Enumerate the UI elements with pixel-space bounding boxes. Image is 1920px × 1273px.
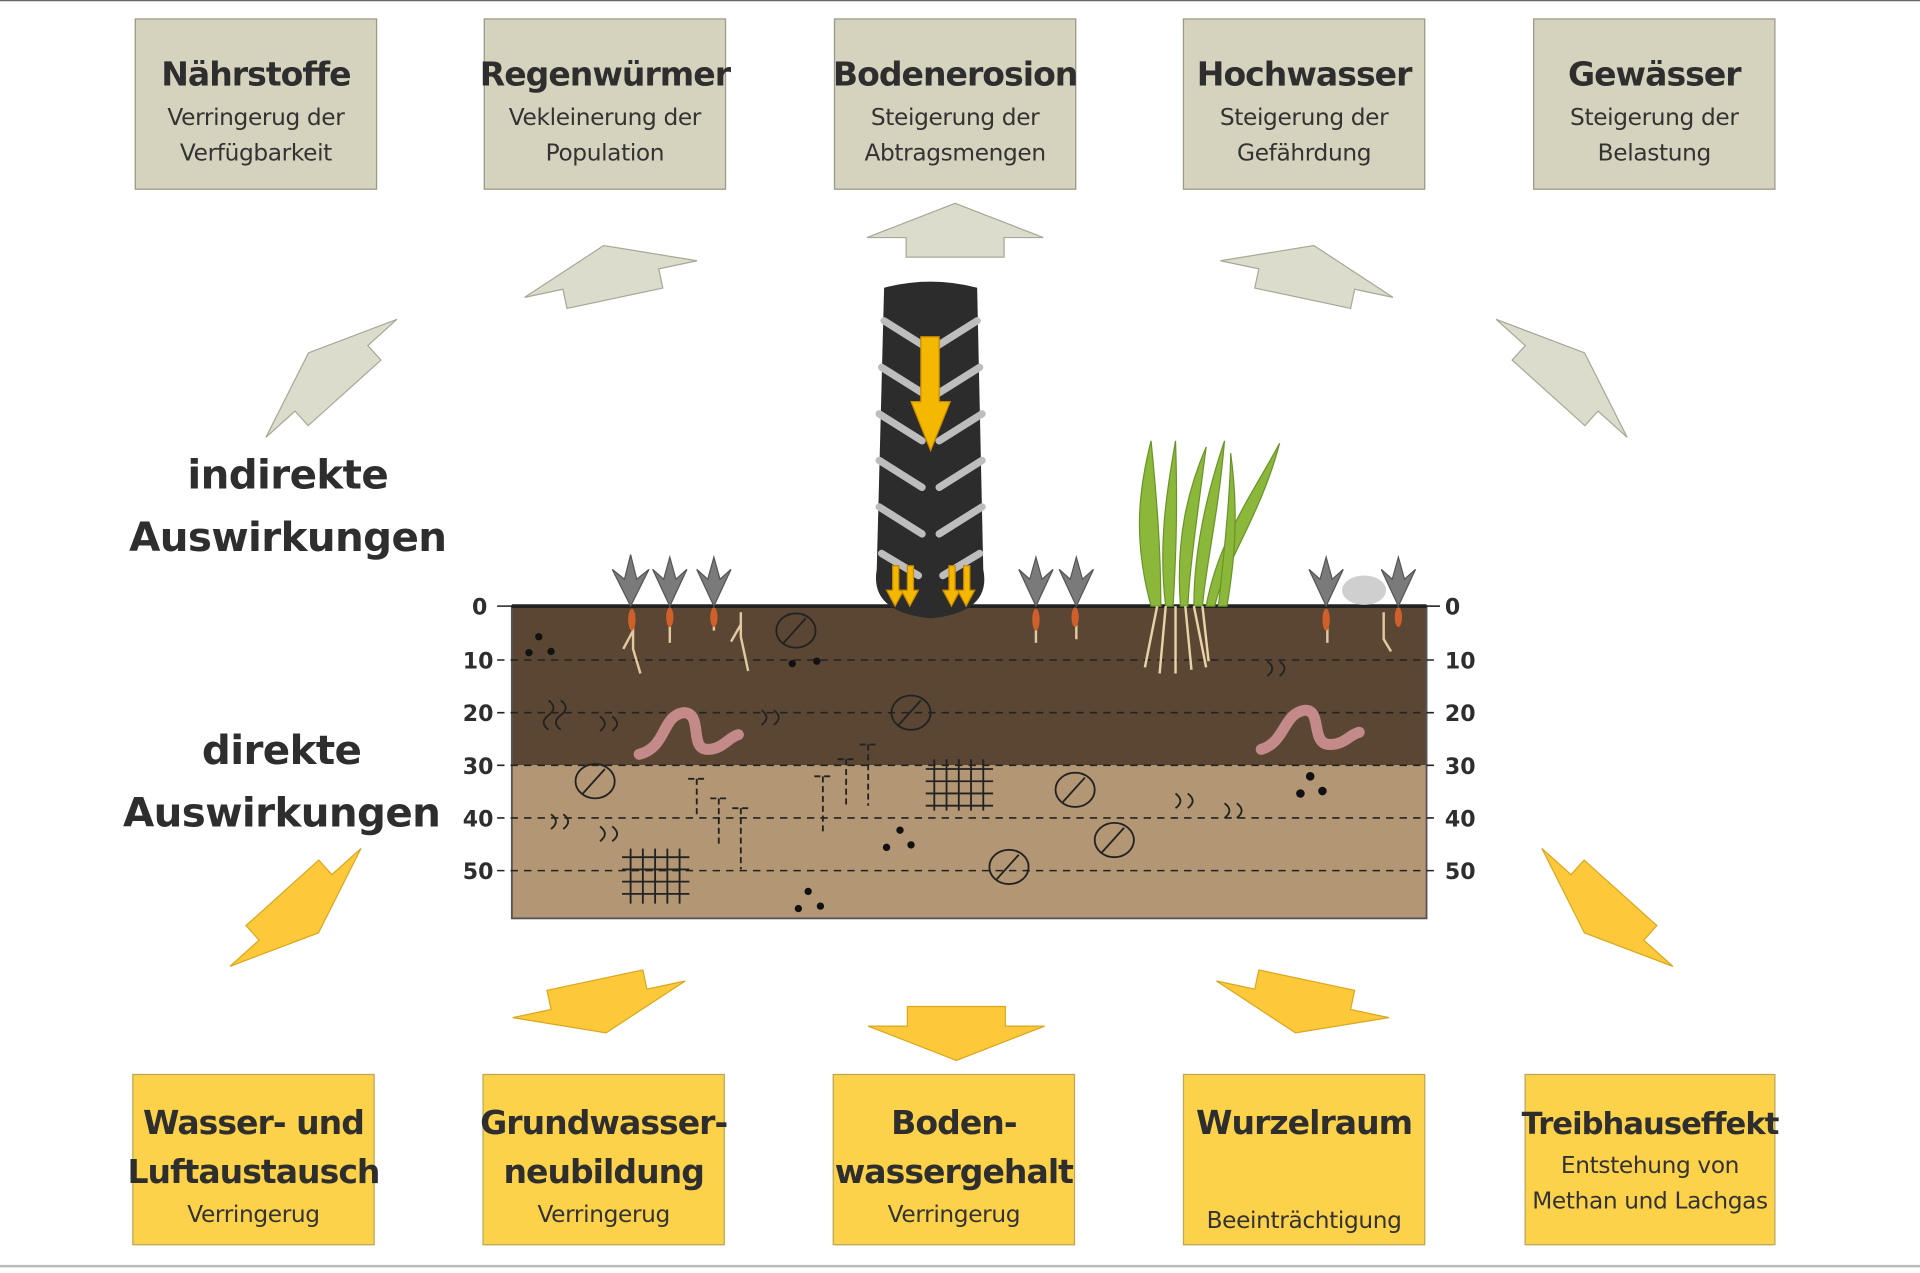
depth-gridlines	[497, 659, 1441, 872]
box-title: Bodenerosion	[832, 56, 1078, 95]
box-subtitle: Beeinträchtigung	[1206, 1207, 1402, 1235]
subsoil-layer	[511, 765, 1427, 919]
direct-arrow-icon	[508, 961, 693, 1052]
depth-label: 0	[472, 596, 487, 621]
bottom-border	[0, 1264, 1920, 1268]
box-subtitle: Abtragsmengen	[864, 139, 1046, 167]
box-subtitle: Entstehung von	[1560, 1152, 1740, 1180]
indirect-arrow-icon	[1215, 226, 1401, 318]
depth-label: 0	[1445, 596, 1460, 621]
depth-label: 10	[1445, 650, 1476, 675]
pressure-arrow-icon	[910, 336, 952, 453]
tractor-tire-icon	[875, 281, 986, 619]
box-title: Hochwasser	[1196, 56, 1413, 95]
depth-label: 50	[1445, 860, 1476, 885]
box-title: Treibhauseffekt	[1521, 1105, 1780, 1142]
box-title: Wasser- und	[143, 1104, 365, 1143]
box-bodenwassergehalt: Boden- wassergehalt Verringerug	[832, 1073, 1076, 1246]
box-subtitle: Methan und Lachgas	[1532, 1187, 1768, 1215]
box-subtitle: Steigerung der	[1219, 104, 1389, 132]
box-subtitle: Vekleinerung der	[508, 104, 702, 132]
box-subtitle: Verringerug der	[167, 104, 345, 132]
box-subtitle: Verringerug	[187, 1201, 320, 1229]
box-subtitle: Belastung	[1597, 139, 1712, 167]
box-subtitle: Gefährdung	[1237, 139, 1372, 167]
depth-label: 20	[1445, 702, 1476, 727]
soil-particles	[525, 633, 1327, 913]
top-border	[0, 0, 1920, 2]
box-naehrstoffe: Nährstoffe Verringerug der Verfügbarkeit	[134, 18, 378, 190]
box-subtitle: Verfügbarkeit	[179, 139, 332, 167]
box-treibhauseffekt: Treibhauseffekt Entstehung von Methan un…	[1521, 1073, 1780, 1246]
soil-structure-marks	[542, 612, 1286, 904]
indirect-effects-label: indirekte Auswirkungen	[129, 443, 447, 568]
earthworm-icon	[633, 704, 1365, 760]
box-title: Boden-	[891, 1104, 1017, 1143]
box-subtitle: Steigerung der	[870, 104, 1040, 132]
depth-axis-left: 0 10 20 30 40 50	[463, 596, 494, 885]
box-grundwasserneubildung: Grundwasser- neubildung Verringerug	[480, 1073, 728, 1246]
box-gewaesser: Gewässer Steigerung der Belastung	[1533, 18, 1776, 190]
grass-icon	[1138, 440, 1281, 607]
box-title: Regenwürmer	[479, 56, 731, 95]
indirect-arrow-icon	[516, 226, 702, 318]
depth-label: 40	[1445, 808, 1476, 833]
box-title: Luftaustausch	[127, 1153, 380, 1192]
box-wurzelraum: Wurzelraum Beeinträchtigung	[1182, 1073, 1426, 1246]
direct-effects-label: direkte Auswirkungen	[122, 719, 441, 844]
label-line: Auswirkungen	[129, 513, 447, 561]
direct-arrow-icon	[867, 1005, 1046, 1062]
direct-arrow-icon	[1518, 833, 1687, 993]
indirect-arrow-icon	[242, 293, 411, 453]
box-bodenerosion: Bodenerosion Steigerung der Abtragsmenge…	[832, 18, 1078, 190]
box-title: Grundwasser-	[480, 1104, 728, 1143]
box-title: Nährstoffe	[161, 56, 351, 95]
label-line: Auswirkungen	[122, 788, 441, 837]
box-hochwasser: Hochwasser Steigerung der Gefährdung	[1182, 18, 1426, 190]
box-title: Wurzelraum	[1196, 1104, 1413, 1143]
box-title: wassergehalt	[834, 1153, 1074, 1192]
box-subtitle: Population	[545, 139, 665, 167]
direct-arrow-icon	[216, 833, 385, 993]
label-line: direkte	[201, 726, 362, 774]
depth-label: 10	[463, 650, 494, 675]
indirect-arrow-icon	[1482, 293, 1651, 453]
topsoil-layer	[511, 606, 1427, 766]
box-subtitle: Verringerug	[537, 1201, 670, 1229]
box-regenwuermer: Regenwürmer Vekleinerung der Population	[480, 18, 731, 190]
depth-label: 40	[463, 808, 494, 833]
depth-label: 20	[463, 702, 494, 727]
depth-axis-right: 0 10 20 30 40 50	[1445, 596, 1476, 885]
box-title: Gewässer	[1567, 56, 1742, 95]
depth-label: 30	[463, 755, 494, 780]
depth-label: 50	[463, 860, 494, 885]
box-subtitle: Verringerug	[887, 1201, 1021, 1229]
plant-seedlings	[611, 554, 1417, 674]
depth-label: 30	[1445, 755, 1476, 780]
label-line: indirekte	[187, 450, 389, 499]
box-wasser-luftaustausch: Wasser- und Luftaustausch Verringerug	[127, 1073, 380, 1246]
box-title: neubildung	[503, 1153, 704, 1192]
indirect-arrow-icon	[866, 202, 1044, 258]
direct-arrow-icon	[1208, 961, 1394, 1052]
box-subtitle: Steigerung der	[1570, 104, 1739, 132]
